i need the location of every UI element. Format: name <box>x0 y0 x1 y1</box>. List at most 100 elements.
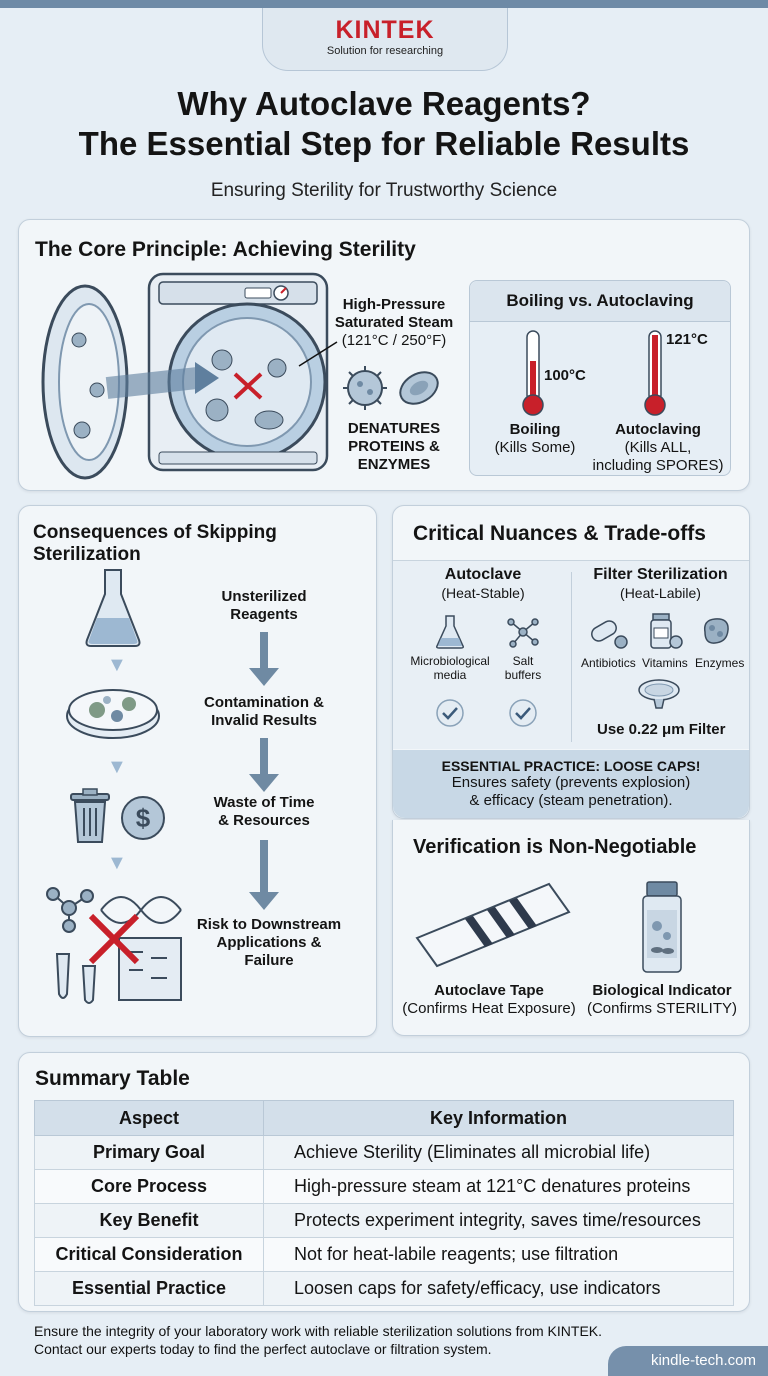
autoclave-temp: 121°C <box>666 331 708 348</box>
footer-line-2: Contact our experts today to find the pe… <box>34 1341 492 1357</box>
molecule-icon <box>507 618 539 648</box>
trash-icon <box>70 788 110 843</box>
boiling-label: Boiling <box>509 421 561 438</box>
step-risk: Risk to Downstream Applications & Failur… <box>184 916 354 970</box>
filter-disc-icon <box>638 679 680 709</box>
step-line: Reagents <box>230 606 298 623</box>
tape-label: Autoclave Tape <box>434 982 544 999</box>
autoclaving-note-1: (Kills ALL, <box>624 439 692 456</box>
column-divider <box>571 572 572 742</box>
autoclaving-label: Autoclaving <box>615 421 701 438</box>
core-principle-card: The Core Principle: Achieving Sterility … <box>18 219 750 491</box>
autoclave-column-title: Autoclave <box>444 566 522 583</box>
verification-card: Verification is Non-Negotiable Autoclave… <box>392 820 750 1036</box>
nuances-card: Critical Nuances & Trade-offs Autoclave … <box>392 505 750 819</box>
down-arrow-icon: ▼ <box>107 852 127 874</box>
media-line-1: Microbiological <box>410 654 490 668</box>
consequences-card: Consequences of Skipping Sterilization ▼… <box>18 505 377 1037</box>
filter-note: Use 0.22 μm Filter <box>597 721 726 738</box>
info-cell: Protects experiment integrity, saves tim… <box>263 1203 734 1238</box>
check-icon <box>509 699 537 727</box>
step-line: Applications & <box>216 934 322 951</box>
media-flask-icon <box>436 615 464 649</box>
step-line: Unsterilized <box>221 588 307 605</box>
compare-panel: Boiling vs. Autoclaving 100°C 121°C Boil… <box>469 280 731 476</box>
boiling-note: (Kills Some) <box>494 439 576 456</box>
step-contamination: Contamination & Invalid Results <box>184 694 344 730</box>
summary-heading: Summary Table <box>35 1067 190 1090</box>
step-line: Failure <box>244 952 294 969</box>
tape-block: Autoclave Tape (Confirms Heat Exposure) <box>399 982 579 1018</box>
aspect-cell: Core Process <box>34 1169 264 1204</box>
bio-block: Biological Indicator (Confirms STERILITY… <box>579 982 745 1018</box>
boiling-block: Boiling (Kills Some) <box>480 421 590 457</box>
antibiotics-label: Antibiotics <box>581 656 636 670</box>
brand-logo[interactable]: KINTEK Solution for researching <box>262 8 508 71</box>
autoclaving-note-2: including SPORES) <box>592 457 724 474</box>
down-arrow-icon <box>249 632 279 686</box>
steam-temp: (121°C / 250°F) <box>341 332 447 349</box>
autoclave-tape-icon <box>415 882 571 968</box>
page-subtitle: Ensuring Sterility for Trustworthy Scien… <box>210 180 558 201</box>
title-line-1: Why Autoclave Reagents? <box>177 85 591 122</box>
website-link[interactable]: kindle-tech.com <box>608 1346 768 1376</box>
autoclave-column-sub: (Heat-Stable) <box>441 585 525 601</box>
info-cell: Loosen caps for safety/efficacy, use ind… <box>263 1271 734 1306</box>
flask-icon <box>85 569 141 647</box>
info-cell: High-pressure steam at 121°C denatures p… <box>263 1169 734 1204</box>
down-arrow-icon: ▼ <box>107 756 127 778</box>
buffers-line-1: Salt <box>512 654 534 668</box>
svg-text:$: $ <box>136 803 151 833</box>
denature-line-1: DENATURES <box>347 420 441 437</box>
bio-label: Biological Indicator <box>592 982 732 999</box>
autoclave-icon <box>41 272 338 480</box>
autoclaving-block: Autoclaving (Kills ALL, including SPORES… <box>588 421 728 475</box>
column-header: Aspect <box>34 1100 264 1136</box>
thermometer-autoclave-icon <box>644 330 666 416</box>
brand-name: KINTEK <box>335 16 435 44</box>
info-cell: Achieve Sterility (Eliminates all microb… <box>263 1135 734 1170</box>
steam-label: High-Pressure Saturated Steam (121°C / 2… <box>319 296 469 350</box>
filter-column-sub: (Heat-Labile) <box>620 585 701 601</box>
verification-heading: Verification is Non-Negotiable <box>413 836 697 858</box>
petri-dish-icon <box>66 689 160 739</box>
steam-line-1: High-Pressure <box>342 296 446 313</box>
page-title: Why Autoclave Reagents? The Essential St… <box>0 84 768 164</box>
step-waste: Waste of Time & Resources <box>184 794 344 830</box>
down-arrow-icon <box>249 840 279 910</box>
core-principle-heading: The Core Principle: Achieving Sterility <box>35 238 416 261</box>
filter-column-header: Filter Sterilization (Heat-Labile) <box>578 566 743 602</box>
nuances-heading: Critical Nuances & Trade-offs <box>413 522 706 545</box>
media-line-2: media <box>433 668 467 682</box>
step-line: Waste of Time <box>213 794 315 811</box>
essential-practice-box: ESSENTIAL PRACTICE: LOOSE CAPS! Ensures … <box>393 750 749 818</box>
title-line-2: The Essential Step for Reliable Results <box>78 125 690 162</box>
thermometer-boiling-icon <box>522 330 544 416</box>
aspect-cell: Key Benefit <box>34 1203 264 1238</box>
down-arrow-icon: ▼ <box>107 654 127 676</box>
microbe-icon <box>343 366 439 410</box>
step-line: Risk to Downstream <box>196 916 342 933</box>
step-line: Invalid Results <box>211 712 317 729</box>
tape-note: (Confirms Heat Exposure) <box>402 1000 576 1017</box>
boiling-temp: 100°C <box>544 367 586 384</box>
vitamins-label: Vitamins <box>642 656 688 670</box>
denature-line-3: ENZYMES <box>357 456 431 473</box>
enzymes-label: Enzymes <box>695 656 745 670</box>
aspect-cell: Primary Goal <box>34 1135 264 1170</box>
brand-tagline: Solution for researching <box>326 45 444 57</box>
step-line: Contamination & <box>204 694 324 711</box>
dollar-icon: $ <box>121 796 165 840</box>
failed-experiment-icon <box>46 887 182 1004</box>
denature-line-2: PROTEINS & <box>348 438 440 455</box>
footer-line-1: Ensure the integrity of your laboratory … <box>34 1323 603 1339</box>
filter-column-title: Filter Sterilization <box>593 566 728 583</box>
down-arrow-icon <box>249 738 279 792</box>
info-cell: Not for heat-labile reagents; use filtra… <box>263 1237 734 1272</box>
column-header: Key Information <box>263 1100 734 1136</box>
